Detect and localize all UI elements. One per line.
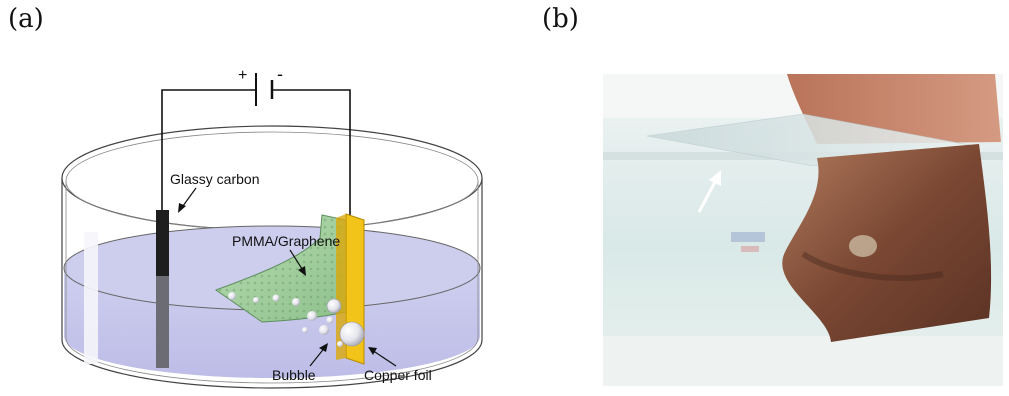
label-glassy-carbon: Glassy carbon: [170, 171, 259, 187]
annotations: Glassy carbon PMMA/Graphene Bubble Coppe…: [170, 171, 432, 383]
white-arrow: [697, 170, 721, 213]
bubbles: [228, 292, 365, 347]
battery-plus-sign: +: [238, 67, 247, 84]
panel-a-label: (a): [8, 4, 44, 34]
pmma-graphene-sheet: [214, 214, 356, 323]
dish-back-rim: [61, 125, 483, 231]
copper-foil-submerged: [782, 144, 992, 342]
panel-b-photo: [603, 74, 1003, 386]
circuit: + -: [161, 64, 351, 228]
label-pmma-graphene: PMMA/Graphene: [232, 233, 340, 249]
dish: [61, 125, 483, 389]
panel-b-label: (b): [542, 4, 579, 34]
label-copper-foil: Copper foil: [364, 367, 432, 383]
battery-minus-sign: -: [277, 64, 283, 84]
glassy-carbon-electrode: [156, 210, 169, 368]
label-bubble: Bubble: [272, 367, 316, 383]
